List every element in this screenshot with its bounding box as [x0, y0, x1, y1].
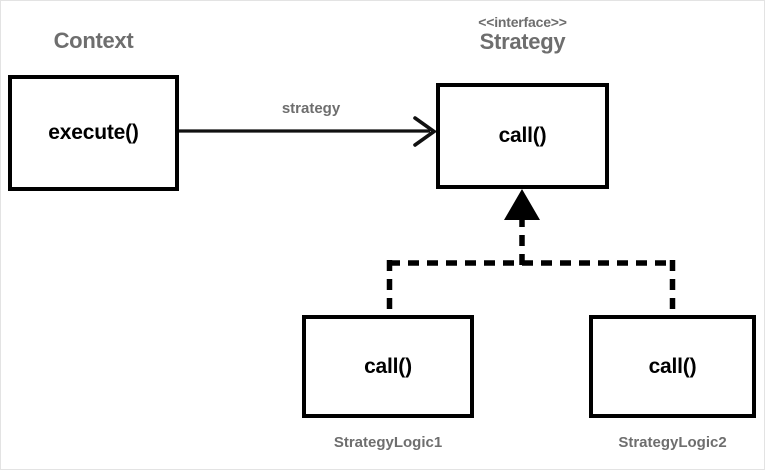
realization-arrowhead	[504, 189, 540, 220]
strategy-interface-box[interactable]: call()	[436, 83, 609, 189]
strategylogic2-member-call: call()	[648, 354, 697, 378]
strategy-title-block: <<interface>> Strategy	[436, 14, 609, 55]
strategy-member-call: call()	[498, 124, 547, 147]
association-edge-strategy	[179, 116, 438, 147]
strategylogic1-class-name: StrategyLogic1	[333, 434, 443, 451]
strategy-stereotype: <<interface>>	[478, 14, 567, 30]
strategy-class-name: Strategy	[479, 29, 566, 55]
strategylogic1-class-box[interactable]: call()	[302, 315, 474, 418]
strategylogic2-class-name: StrategyLogic2	[618, 434, 727, 451]
strategylogic2-class-box[interactable]: call()	[589, 315, 756, 418]
association-label-strategy: strategy	[281, 100, 341, 117]
context-title-block: Context	[8, 28, 179, 54]
strategylogic1-member-call: call()	[364, 354, 412, 378]
context-class-name: Context	[53, 28, 134, 53]
realization-edges	[386, 217, 676, 316]
context-class-box[interactable]: execute()	[8, 75, 179, 191]
context-member-execute: execute()	[48, 121, 139, 144]
